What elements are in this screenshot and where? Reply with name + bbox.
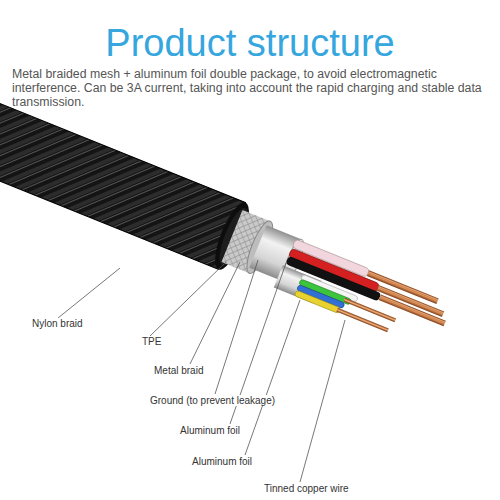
leader-lines <box>58 260 345 482</box>
description-text: Metal braided mesh + aluminum foil doubl… <box>12 67 490 109</box>
part-label: TPE <box>140 336 163 347</box>
part-label: Nylon braid <box>30 318 85 329</box>
part-label: Aluminum foil <box>190 456 254 467</box>
part-label: Tinned copper wire <box>262 483 351 494</box>
part-label: Metal braid <box>152 365 205 376</box>
part-label: Ground (to prevent leakage) <box>148 395 277 406</box>
part-label: Aluminum foil <box>178 425 242 436</box>
title-heading: Product structure <box>0 22 500 65</box>
cable-body <box>0 83 459 356</box>
